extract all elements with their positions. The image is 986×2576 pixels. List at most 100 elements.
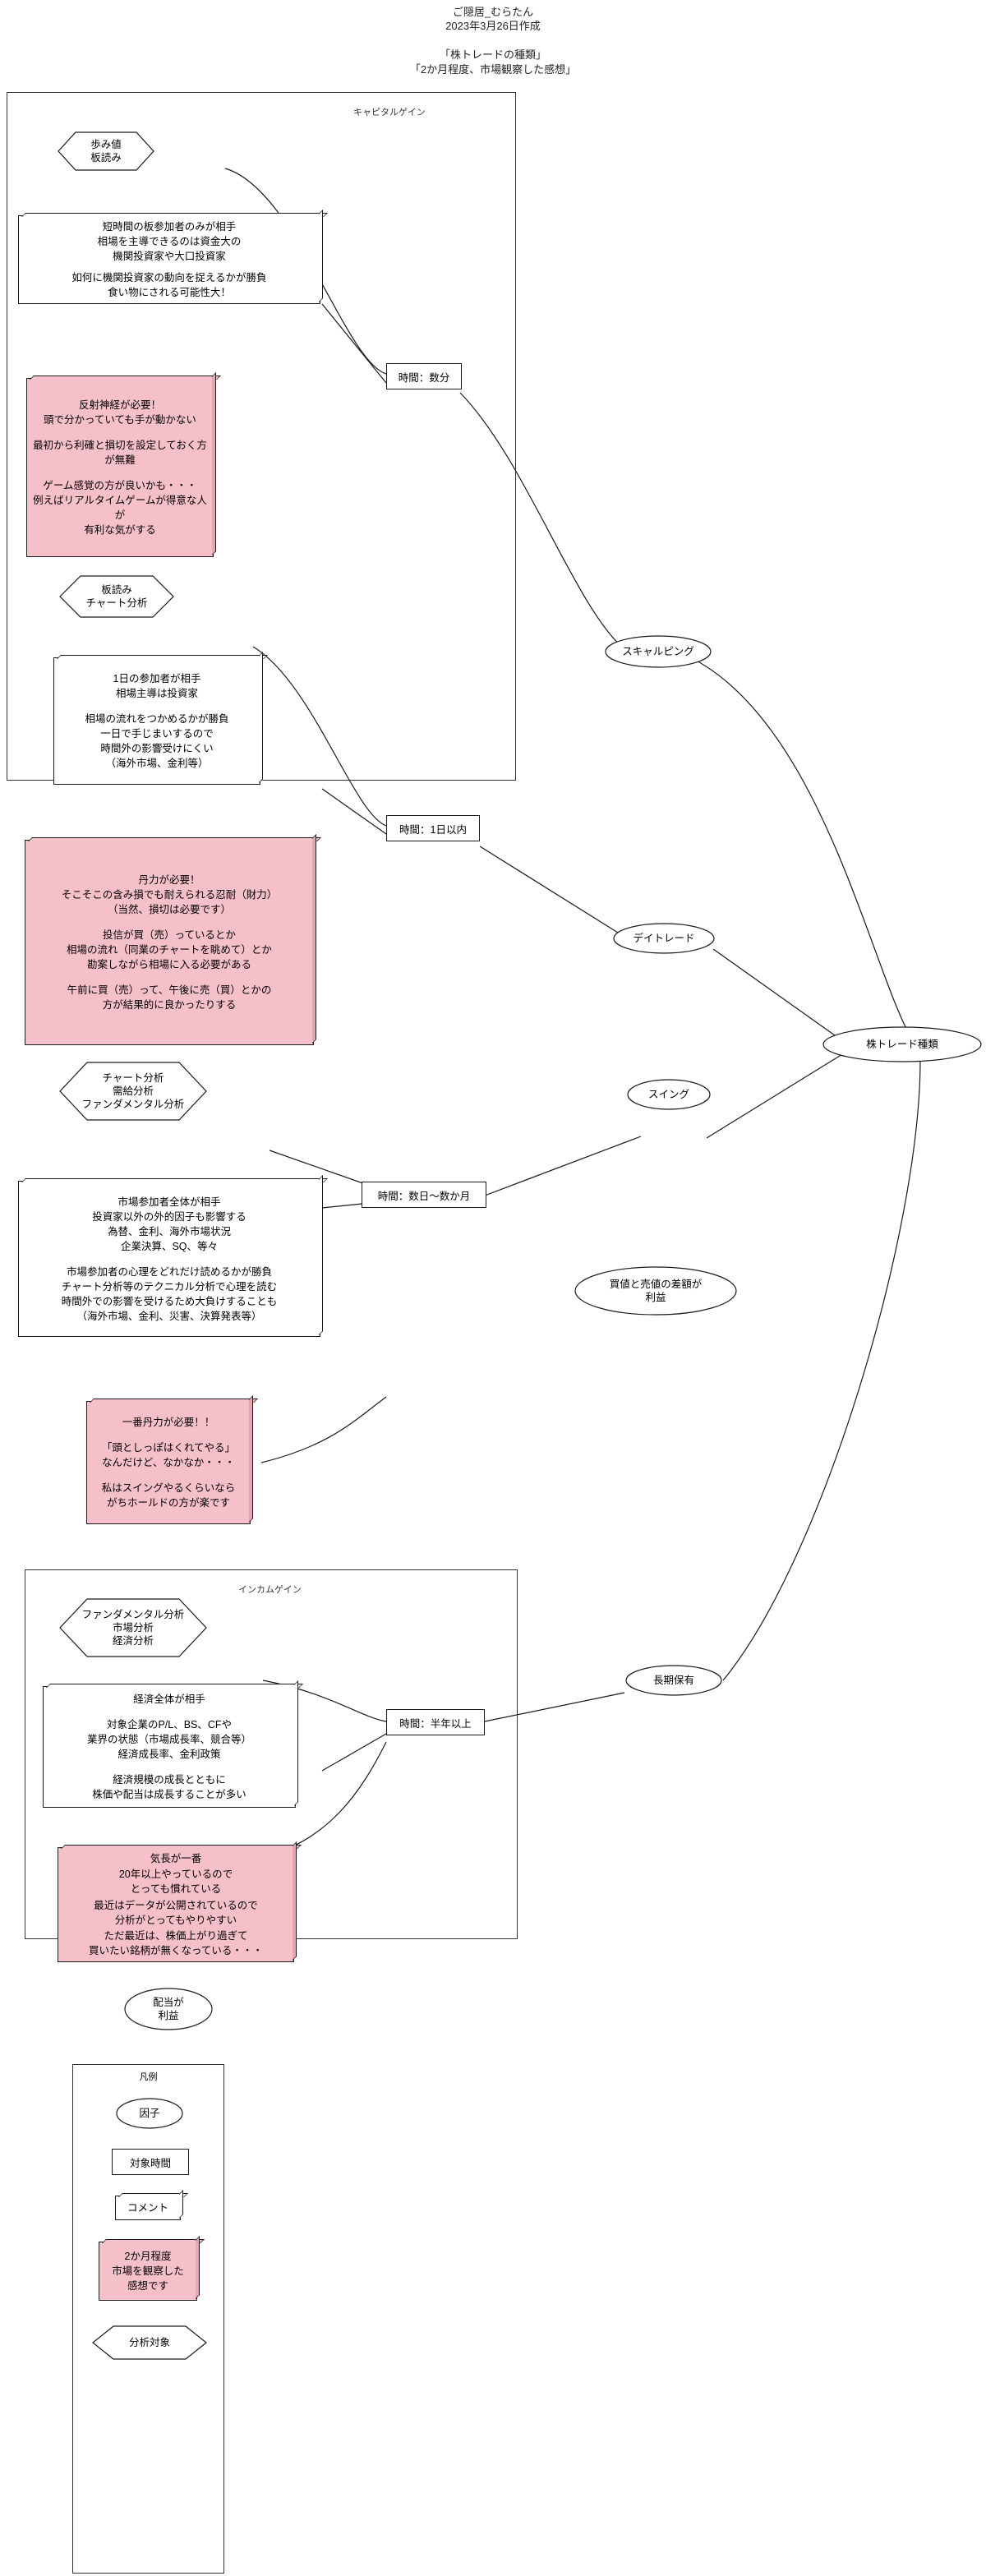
header-title-2: 「2か月程度、市場観察した感想」 — [409, 63, 577, 76]
scalping-cmt-3: 最初から利確と損切を設定しておく方が無難 — [33, 440, 207, 466]
daytrade-cmt-6: 勘案しながら相場に入る必要がある — [86, 959, 251, 970]
longterm-cmt-2: 20年以上やっているので — [118, 1869, 233, 1881]
profit-capital-gain[interactable]: 買値と売値の差額が 利益 — [574, 1265, 738, 1316]
factor-longterm[interactable]: ファンダメンタル分析 市場分析 経済分析 — [59, 1598, 207, 1657]
group-capital-gain-label: キャピタルゲイン — [353, 108, 426, 118]
trade-type-scalping-label: スキャルピング — [622, 646, 694, 657]
longterm-desc-4: 経済成長率、金利政策 — [117, 1749, 221, 1760]
legend-analysis-target: 分析対象 — [92, 2325, 207, 2360]
longterm-desc-3: 業界の状態（市場成長率、競合等） — [86, 1734, 251, 1745]
legend-factor-label: 因子 — [139, 2108, 160, 2119]
daytrade-desc-4: 一日で手じまいするので — [100, 728, 214, 740]
daytrade-desc-1: 1日の参加者が相手 — [113, 673, 201, 684]
factor-scalping[interactable]: 歩み値 板読み — [58, 131, 154, 171]
swing-cmt-2: 「頭としっぽはくれてやる」 — [101, 1442, 236, 1454]
swing-cmt-1: 一番丹力が必要！！ — [122, 1417, 215, 1428]
daytrade-cmt-1: 丹力が必要！ — [138, 874, 200, 886]
daytrade-desc-6: （海外市場、金利等） — [105, 758, 209, 769]
factor-scalping-line-2: 板読み — [90, 152, 122, 164]
header-author: ご隠居_むらたん — [452, 6, 534, 18]
factor-daytrade[interactable]: 板読み チャート分析 — [59, 575, 174, 618]
factor-scalping-line-1: 歩み値 — [90, 139, 122, 150]
factor-swing-line-1: チャート分析 — [102, 1072, 164, 1084]
swing-desc-7: 時間外での影響を受けるため大負けすることも — [61, 1295, 278, 1307]
daytrade-cmt-8: 方が結果的に良かったりする — [102, 999, 237, 1011]
trade-type-daytrade[interactable]: デイトレード — [612, 922, 716, 955]
profit-capital-gain-line-1: 買値と売値の差額が — [609, 1279, 703, 1290]
swing-desc-3: 為替、金利、海外市場状況 — [107, 1225, 231, 1237]
note-longterm-description: 経済全体が相手 対象企業のP/L、BS、CFや 業界の状態（市場成長率、競合等）… — [43, 1686, 296, 1808]
factor-daytrade-line-1: 板読み — [101, 584, 132, 596]
note-scalping-description: 短時間の板参加者のみが相手 相場を主導できるのは資金大の 機関投資家や大口投資家… — [18, 215, 320, 304]
swing-cmt-4: 私はスイングやるくらいなら — [101, 1482, 236, 1494]
legend-impression: 2か月程度 市場を観察した 感想です — [99, 2242, 197, 2301]
time-swing[interactable]: 時間：数日～数か月 — [362, 1182, 486, 1208]
factor-swing[interactable]: チャート分析 需給分析 ファンダメンタル分析 — [59, 1062, 207, 1121]
longterm-cmt-4: 最近はデータが公開されているので — [94, 1899, 258, 1911]
daytrade-cmt-5: 相場の流れ（同業のチャートを眺めて）とか — [67, 944, 272, 956]
scalping-desc-5: 食い物にされる可能性大！ — [108, 287, 231, 298]
scalping-cmt-4: ゲーム感覚の方が良いかも・・・ — [43, 480, 197, 491]
swing-desc-6: チャート分析等のテクニカル分析で心理を読む — [61, 1280, 278, 1293]
daytrade-cmt-3: （当然、損切は必要です） — [107, 904, 231, 915]
factor-longterm-line-3: 経済分析 — [112, 1635, 154, 1647]
factor-longterm-line-2: 市場分析 — [112, 1622, 154, 1634]
longterm-desc-5: 経済規模の成長とともに — [113, 1774, 226, 1786]
profit-income-gain-line-2: 利益 — [158, 2010, 179, 2021]
scalping-cmt-1: 反射神経が必要！ — [78, 399, 161, 411]
longterm-desc-2: 対象企業のP/L、BS、CFや — [106, 1719, 233, 1730]
scalping-cmt-2: 頭で分かっていても手が動かない — [44, 414, 196, 426]
time-daytrade[interactable]: 時間：1日以内 — [386, 815, 480, 841]
swing-desc-4: 企業決算、SQ、等々 — [120, 1240, 219, 1252]
note-swing-comment: 一番丹力が必要！！ 「頭としっぽはくれてやる」 なんだけど、なかなか・・・ 私は… — [86, 1401, 251, 1524]
legend-title: 凡例 — [139, 2072, 158, 2082]
daytrade-cmt-7: 午前に買（売）って、午後に売（買）とかの — [67, 984, 272, 996]
daytrade-cmt-2: そこそこの含み損でも耐えられる忍耐（財力） — [61, 889, 278, 901]
time-longterm[interactable]: 時間：半年以上 — [386, 1709, 485, 1735]
trade-type-swing[interactable]: スイング — [626, 1078, 712, 1111]
root-node-stock-trade-types[interactable]: 株トレード種類 — [822, 1025, 983, 1063]
longterm-cmt-7: 買いたい銘柄が無くなっている・・・ — [89, 1944, 263, 1956]
scalping-cmt-6: 有利な気がする — [84, 524, 156, 536]
daytrade-desc-3: 相場の流れをつかめるかが勝負 — [85, 713, 229, 725]
legend-comment: コメント — [115, 2196, 181, 2220]
header-date: 2023年3月26日作成 — [445, 20, 541, 32]
legend-impression-2: 市場を観察した — [112, 2265, 184, 2277]
swing-desc-5: 市場参加者の心理をどれだけ読めるかが勝負 — [66, 1265, 272, 1278]
daytrade-cmt-4: 投信が買（売）っているとか — [103, 929, 236, 941]
trade-type-daytrade-label: デイトレード — [633, 933, 695, 944]
longterm-desc-6: 株価や配当は成長することが多い — [92, 1789, 246, 1800]
trade-type-scalping[interactable]: スキャルピング — [604, 634, 712, 669]
trade-type-longterm[interactable]: 長期保有 — [624, 1664, 723, 1697]
scalping-desc-2: 相場を主導できるのは資金大の — [97, 236, 242, 247]
swing-desc-2: 投資家以外の外的因子も影響する — [92, 1210, 246, 1223]
swing-cmt-5: がちホールドの方が楽です — [106, 1497, 230, 1509]
swing-cmt-3: なんだけど、なかなか・・・ — [102, 1457, 235, 1468]
trade-type-longterm-label: 長期保有 — [652, 1675, 694, 1686]
factor-swing-line-3: ファンダメンタル分析 — [81, 1099, 185, 1110]
group-income-gain-label: インカムゲイン — [238, 1585, 302, 1595]
swing-desc-8: （海外市場、金利、災害、決算発表等） — [76, 1310, 262, 1322]
factor-swing-line-2: 需給分析 — [112, 1085, 154, 1097]
longterm-cmt-5: 分析がとってもやりやすい — [114, 1914, 237, 1926]
swing-desc-1: 市場参加者全体が相手 — [117, 1196, 221, 1208]
note-longterm-comment: 気長が一番 20年以上やっているので とっても慣れている 最近はデータが公開され… — [58, 1847, 294, 1962]
factor-daytrade-line-2: チャート分析 — [85, 597, 148, 609]
legend-analysis-target-label: 分析対象 — [128, 2337, 170, 2348]
note-daytrade-description: 1日の参加者が相手 相場主導は投資家 相場の流れをつかめるかが勝負 一日で手じま… — [53, 657, 260, 785]
note-swing-description: 市場参加者全体が相手 投資家以外の外的因子も影響する 為替、金利、海外市場状況 … — [18, 1181, 320, 1337]
scalping-desc-1: 短時間の板参加者のみが相手 — [102, 221, 237, 233]
profit-income-gain-line-1: 配当が — [153, 1997, 184, 2008]
time-scalping[interactable]: 時間：数分 — [386, 363, 462, 389]
profit-capital-gain-line-2: 利益 — [645, 1292, 666, 1303]
trade-type-swing-label: スイング — [647, 1089, 689, 1100]
root-node-label: 株トレード種類 — [866, 1039, 938, 1050]
daytrade-desc-5: 時間外の影響受けにくい — [100, 743, 214, 754]
legend-comment-label: コメント — [127, 2202, 168, 2214]
legend-impression-1: 2か月程度 — [124, 2251, 172, 2262]
legend-time: 対象時間 — [112, 2149, 189, 2175]
header-title-1: 「株トレードの種類」 — [439, 48, 546, 61]
longterm-cmt-1: 気長が一番 — [150, 1853, 202, 1864]
profit-income-gain[interactable]: 配当が 利益 — [123, 1987, 214, 2031]
